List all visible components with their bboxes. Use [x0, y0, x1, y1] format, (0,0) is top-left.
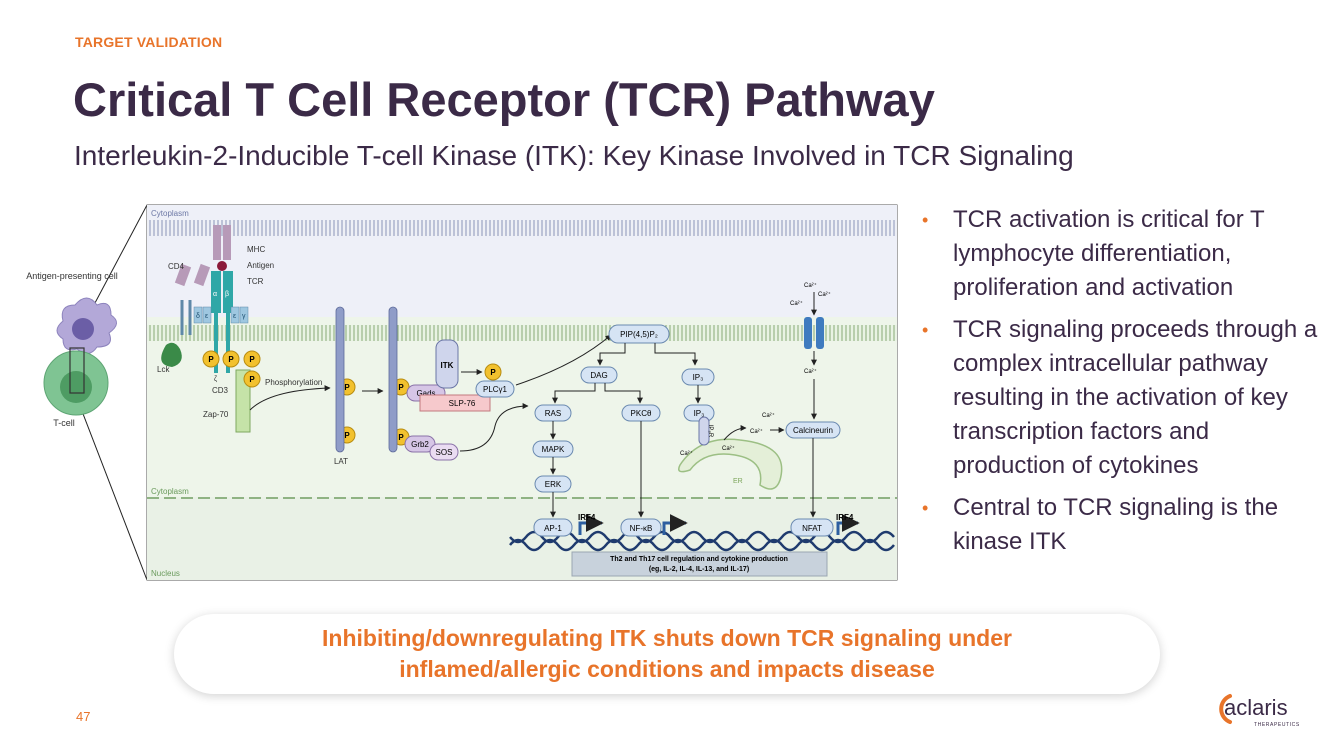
ap1-label: AP-1 — [544, 524, 562, 533]
p-label-1: P — [208, 355, 214, 364]
erk-label: ERK — [545, 480, 562, 489]
logo-tagline: THERAPEUTICS — [1254, 722, 1300, 728]
bullet-item: •TCR signaling proceeds through a comple… — [922, 313, 1322, 483]
pip2-label: PIP(4,5)P₂ — [620, 330, 658, 339]
zap70-label: Zap-70 — [203, 410, 229, 419]
ras-label: RAS — [545, 409, 561, 418]
tcr-complex — [161, 225, 251, 433]
dag-label: DAG — [590, 371, 607, 380]
ca-label-8: Ca²⁺ — [804, 368, 817, 375]
tcr-pathway-diagram: Antigen-presenting cell T-cell Cytoplasm… — [26, 204, 898, 581]
dna-helix — [509, 530, 895, 552]
ip3r-label: IP₃R — [707, 425, 713, 438]
logo-wordmark: aclaris — [1224, 695, 1288, 720]
zeta-label: ζ — [214, 376, 217, 383]
bullet-dot-icon: • — [922, 498, 929, 518]
er-label: ER — [733, 478, 743, 485]
bullet-item: •TCR activation is critical for T lympho… — [922, 203, 1322, 305]
sos-label: SOS — [436, 448, 453, 457]
lck-label: Lck — [157, 365, 170, 374]
mhc-label: MHC — [247, 245, 265, 254]
ca-label-3: Ca²⁺ — [750, 428, 763, 435]
phosphorylation-label: Phosphorylation — [265, 378, 322, 387]
delta-label: δ — [196, 313, 200, 320]
ca-label-7: Ca²⁺ — [790, 300, 803, 307]
cd3-label: CD3 — [212, 386, 229, 395]
section-label: TARGET VALIDATION — [75, 34, 223, 50]
p-label-2: P — [228, 355, 234, 364]
tcell-label: T-cell — [53, 418, 75, 428]
page-number: 47 — [76, 709, 91, 724]
p-label-7: P — [398, 383, 404, 392]
cd4-label: CD4 — [168, 262, 185, 271]
callout-box: Inhibiting/downregulating ITK shuts down… — [174, 614, 1160, 694]
antigen-presenting-cell — [56, 297, 117, 354]
p-label-8: P — [398, 433, 404, 442]
plcg1-label: PLCγ1 — [483, 385, 508, 394]
mapk-label: MAPK — [542, 445, 565, 454]
page-subtitle: Interleukin-2-Inducible T-cell Kinase (I… — [74, 140, 1074, 171]
output-line-1: Th2 and Th17 cell regulation and cytokin… — [610, 556, 788, 563]
irf4-label-1: IRF4 — [578, 513, 596, 522]
ca-label-5: Ca²⁺ — [804, 282, 817, 289]
p-label-5: P — [344, 383, 350, 392]
lat-label: LAT — [334, 457, 348, 466]
pkc-label: PKCθ — [631, 409, 652, 418]
epsilon-label-1: ε — [205, 313, 208, 320]
irf4-label-2: IRF4 — [836, 513, 854, 522]
tcr-label: TCR — [247, 277, 264, 286]
page-title: Critical T Cell Receptor (TCR) Pathway — [73, 73, 935, 126]
gamma-label: γ — [242, 313, 246, 320]
epsilon-label-2: ε — [233, 313, 236, 320]
p-label-9: P — [490, 368, 496, 377]
ca-label-4: Ca²⁺ — [762, 412, 775, 419]
nfat-label: NFAT — [802, 524, 822, 533]
antigen-label: Antigen — [247, 261, 274, 270]
cytoplasm-top-label: Cytoplasm — [151, 209, 189, 218]
p-label-3: P — [249, 355, 255, 364]
p-label-4: P — [249, 375, 255, 384]
gads-label: Gads — [416, 389, 435, 398]
calcium-channel — [804, 317, 824, 349]
ca-label-2: Ca²⁺ — [722, 445, 735, 452]
beta-label: β — [225, 291, 229, 298]
slp76-label: SLP-76 — [449, 399, 476, 408]
callout-text: Inhibiting/downregulating ITK shuts down… — [322, 625, 1012, 682]
ip3-label-2: IP₃ — [694, 409, 705, 418]
nucleus-label: Nucleus — [151, 569, 180, 578]
ip3-label: IP₃ — [693, 373, 704, 382]
aclaris-logo: aclaris THERAPEUTICS — [1219, 694, 1300, 728]
cytoplasm-mid-label: Cytoplasm — [151, 487, 189, 496]
bullet-list: •TCR activation is critical for T lympho… — [922, 203, 1322, 567]
alpha-label: α — [213, 291, 217, 298]
bullet-dot-icon: • — [922, 320, 929, 340]
nfkb-label: NF-κB — [630, 524, 653, 533]
bullet-item: •Central to TCR signaling is the kinase … — [922, 491, 1322, 559]
bullet-dot-icon: • — [922, 210, 929, 230]
t-cell — [43, 347, 109, 416]
ca-label-1: Ca²⁺ — [680, 450, 693, 457]
output-line-2: (eg, IL-2, IL-4, IL-13, and IL-17) — [649, 566, 749, 573]
apc-label: Antigen-presenting cell — [26, 271, 118, 281]
ca-label-6: Ca²⁺ — [818, 291, 831, 298]
itk-label: ITK — [441, 361, 454, 370]
grb2-label: Grb2 — [411, 440, 429, 449]
p-label-6: P — [344, 431, 350, 440]
calcineurin-label: Calcineurin — [793, 426, 833, 435]
